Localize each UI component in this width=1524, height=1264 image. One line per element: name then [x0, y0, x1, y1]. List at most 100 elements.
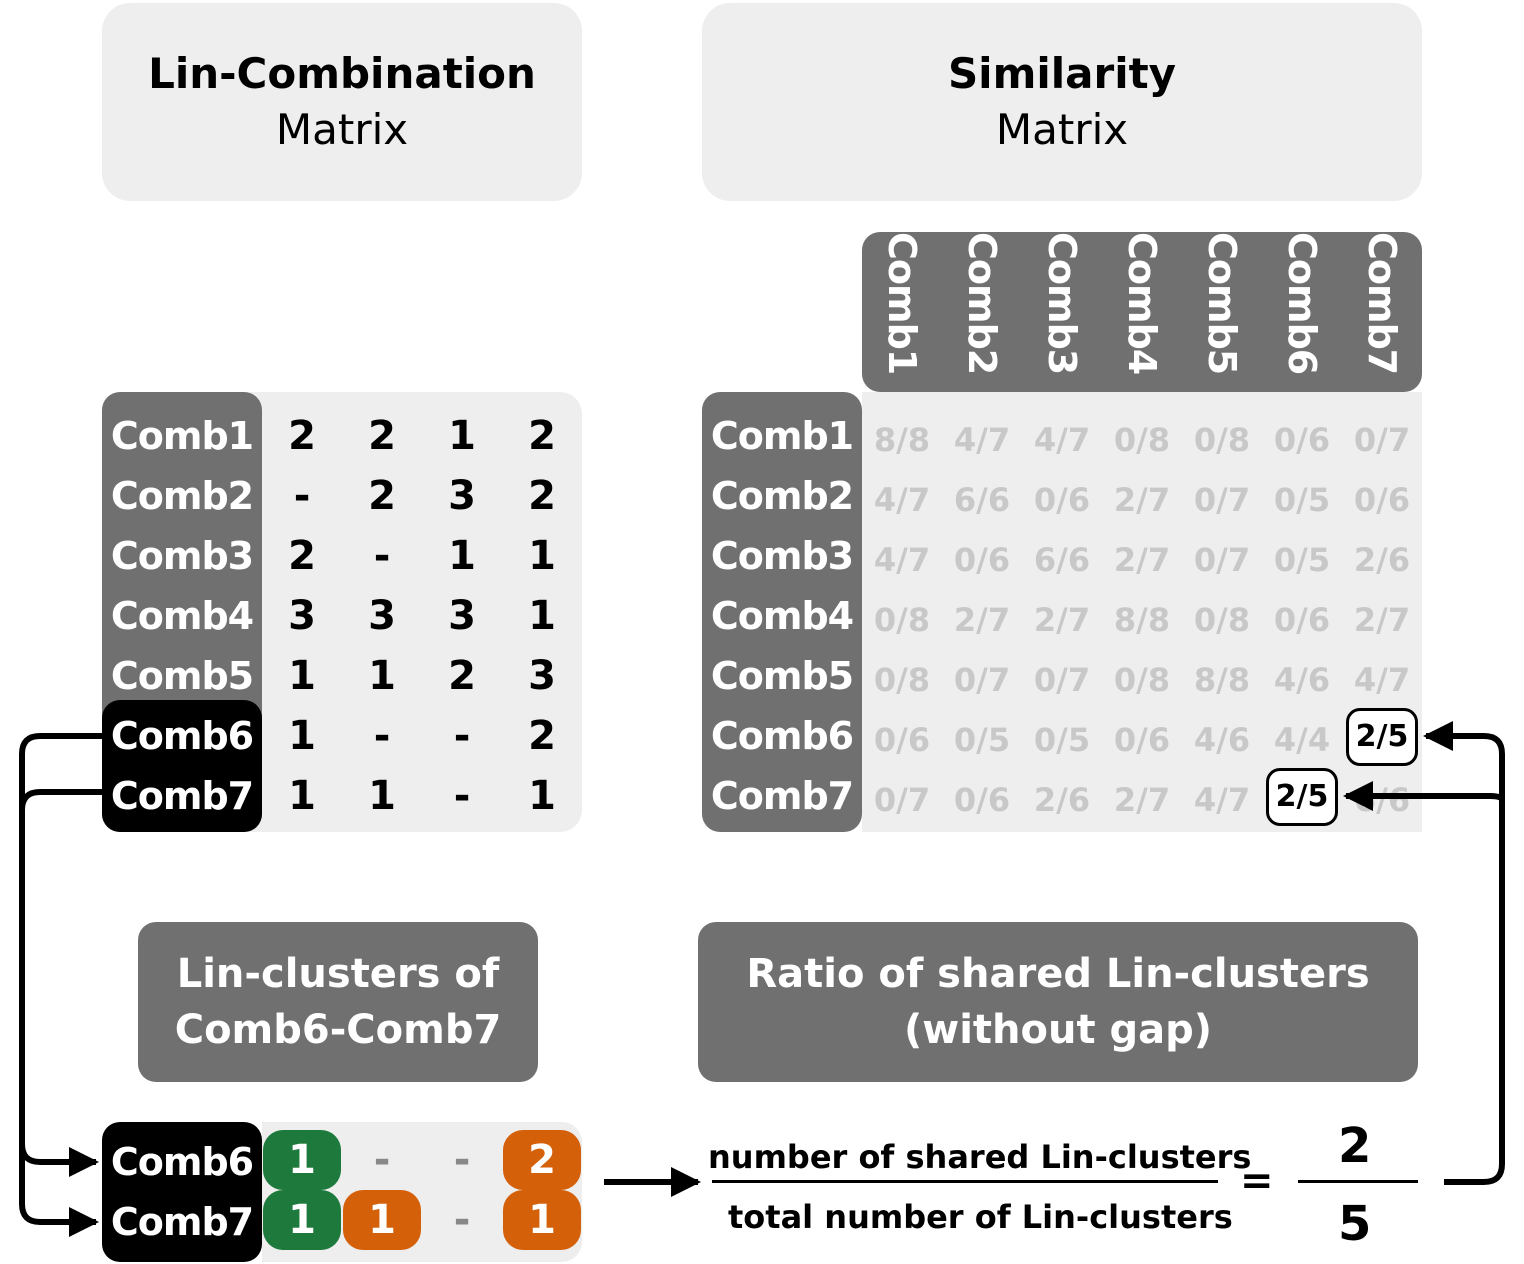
lin-cell: - [373, 713, 391, 759]
sim-cell: 0/8 [1113, 661, 1171, 699]
sim-cell: 4/7 [1193, 781, 1251, 819]
sim-cell: 0/6 [953, 541, 1011, 579]
lin-cell: 3 [528, 653, 556, 699]
lin-row-label: Comb1 [110, 414, 254, 458]
sim-cell: 0/8 [1193, 421, 1251, 459]
lin-cell: 2 [368, 413, 396, 459]
lin-cell: 1 [448, 413, 476, 459]
cluster-gap: - [373, 1137, 391, 1183]
cluster-gap: - [453, 1197, 471, 1243]
sim-cell: 0/6 [873, 721, 931, 759]
ratio-label-line2: (without gap) [903, 1007, 1213, 1053]
sim-cell: 4/7 [953, 421, 1011, 459]
lin-cell: 2 [288, 533, 316, 579]
sim-cell: 8/8 [1113, 601, 1171, 639]
sim-cell: 2/7 [953, 601, 1011, 639]
sim-row-label: Comb3 [710, 534, 854, 578]
sim-col-label: Comb6 [1280, 232, 1324, 375]
cluster-row-label: Comb6 [110, 1140, 254, 1184]
sim-cell: 4/7 [873, 481, 931, 519]
lin-cell: 2 [528, 413, 556, 459]
sim-cell: 4/7 [873, 541, 931, 579]
lin-cell: 2 [288, 413, 316, 459]
sim-highlight-cell: 2/5 [1346, 708, 1418, 766]
sim-cell: 2/6 [1033, 781, 1091, 819]
lin-cell: - [373, 533, 391, 579]
lin-combination-subtitle: Matrix [275, 105, 409, 154]
sim-row-label: Comb7 [710, 774, 854, 818]
sim-cell: 0/8 [1113, 421, 1171, 459]
sim-cell: 6/6 [953, 481, 1011, 519]
arrow-comb6-to-clusters [19, 733, 102, 1177]
sim-cell: 2/7 [1033, 601, 1091, 639]
sim-col-label: Comb2 [960, 232, 1004, 375]
lin-cell: 2 [528, 713, 556, 759]
sim-cell: 0/8 [1193, 601, 1251, 639]
sim-row-label: Comb4 [710, 594, 854, 638]
arrow-comb7-to-clusters [19, 789, 102, 1237]
lin-clusters-label-line2: Comb6-Comb7 [174, 1007, 502, 1053]
sim-cell: 8/8 [873, 421, 931, 459]
sim-cell: 0/7 [1193, 541, 1251, 579]
sim-cell: 0/5 [1033, 721, 1091, 759]
lin-cell: 3 [448, 593, 476, 639]
sim-cell: 0/6 [1273, 421, 1331, 459]
result-fraction-line [1298, 1180, 1418, 1183]
lin-matrix-row-highlight [102, 700, 262, 832]
ratio-label-line1: Ratio of shared Lin-clusters [746, 951, 1370, 997]
formula-denominator: total number of Lin-clusters [728, 1198, 1233, 1236]
formula-fraction-line [712, 1180, 1218, 1183]
lin-cell: 2 [448, 653, 476, 699]
sim-cell: 0/6 [953, 781, 1011, 819]
sim-cell: 0/7 [953, 661, 1011, 699]
sim-cell: 2/6 [1353, 541, 1411, 579]
lin-cell: 1 [528, 773, 556, 819]
sim-cell: 6/6 [1033, 541, 1091, 579]
lin-clusters-label: Lin-clusters of Comb6-Comb7 [138, 922, 538, 1082]
lin-cell: 1 [528, 593, 556, 639]
lin-cell: 1 [448, 533, 476, 579]
result-numerator: 2 [1338, 1118, 1372, 1174]
cluster-pill-shared: 1 [263, 1190, 341, 1250]
lin-cell: - [453, 773, 471, 819]
sim-cell: 4/6 [1193, 721, 1251, 759]
lin-combination-title-box: Lin-Combination Matrix [102, 3, 582, 201]
arrow-result-to-comb7 [1343, 781, 1505, 811]
formula-equals: = [1240, 1158, 1274, 1204]
lin-clusters-label-line1: Lin-clusters of [176, 951, 500, 997]
ratio-label: Ratio of shared Lin-clusters (without ga… [698, 922, 1418, 1082]
sim-row-label: Comb2 [710, 474, 854, 518]
sim-cell: 0/5 [1273, 541, 1331, 579]
cluster-pill-unshared: 1 [503, 1190, 581, 1250]
cluster-pill-unshared: 2 [503, 1130, 581, 1190]
sim-cell: 0/7 [1033, 661, 1091, 699]
sim-cell: 2/7 [1113, 781, 1171, 819]
sim-cell: 0/6 [1353, 481, 1411, 519]
sim-cell: 0/7 [873, 781, 931, 819]
lin-combination-title: Lin-Combination [148, 49, 536, 98]
sim-cell: 0/5 [1273, 481, 1331, 519]
similarity-title-box: Similarity Matrix [702, 3, 1422, 201]
lin-row-label: Comb4 [110, 594, 254, 638]
cluster-gap: - [453, 1137, 471, 1183]
sim-col-label: Comb3 [1040, 232, 1084, 375]
sim-cell: 0/5 [953, 721, 1011, 759]
sim-cell: 4/4 [1273, 721, 1331, 759]
lin-row-label: Comb2 [110, 474, 254, 518]
formula-numerator: number of shared Lin-clusters [708, 1138, 1252, 1176]
cluster-pill-unshared: 1 [343, 1190, 421, 1250]
sim-cell: 0/6 [1113, 721, 1171, 759]
lin-row-label: Comb5 [110, 654, 254, 698]
lin-cell: 1 [288, 713, 316, 759]
sim-cell: 4/7 [1033, 421, 1091, 459]
sim-col-label: Comb1 [880, 232, 924, 375]
sim-cell: 4/6 [1273, 661, 1331, 699]
lin-cell: 1 [288, 773, 316, 819]
lin-cell: - [453, 713, 471, 759]
sim-col-label: Comb4 [1120, 232, 1164, 375]
sim-row-label: Comb1 [710, 414, 854, 458]
sim-cell: 0/6 [1033, 481, 1091, 519]
